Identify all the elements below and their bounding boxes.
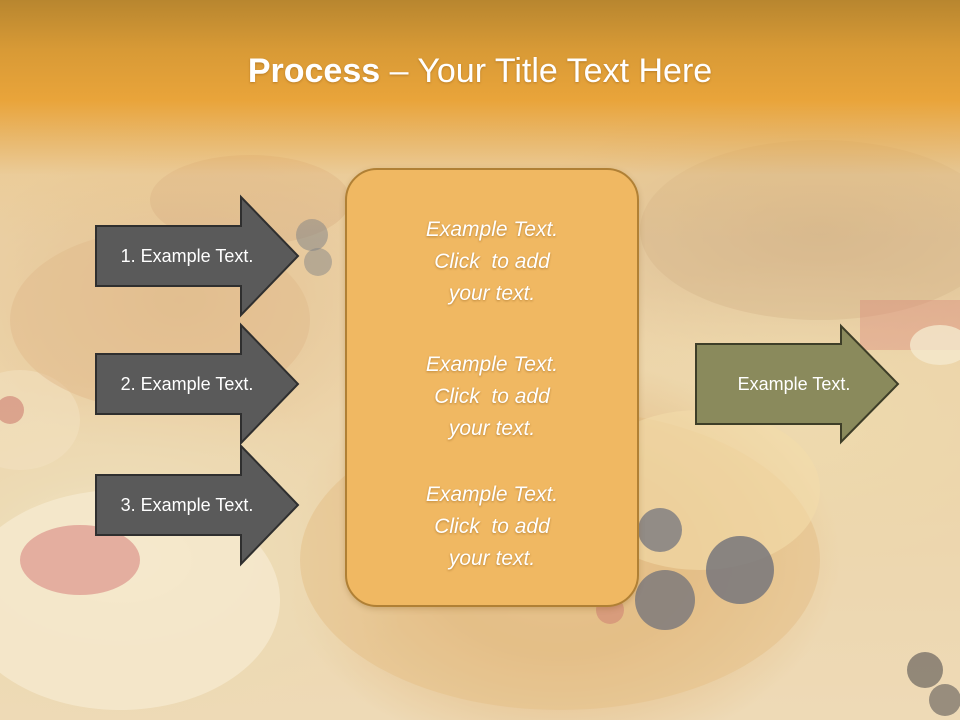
step-arrow-label: 3. Example Text. [120, 494, 254, 515]
text-line: Click to add [434, 385, 550, 408]
text-line: your text. [448, 547, 536, 570]
arrow-shape [695, 323, 900, 445]
step-arrow-label: 2. Example Text. [120, 373, 254, 394]
text-placeholder-1[interactable]: Example Text. Click to add your text. [347, 214, 637, 310]
center-text-box[interactable]: Example Text. Click to add your text. Ex… [345, 168, 639, 607]
title-rest: – Your Title Text Here [380, 52, 713, 90]
text-placeholder-2[interactable]: Example Text. Click to add your text. [347, 349, 637, 445]
slide-title[interactable]: Process – Your Title Text Here [0, 52, 960, 91]
text-line: Click to add [434, 515, 550, 538]
step-arrow-label: 1. Example Text. [120, 245, 254, 266]
result-arrow[interactable]: Example Text. [695, 323, 900, 445]
step-arrow-1[interactable]: 1. Example Text. [95, 194, 300, 318]
arrow-shape [95, 194, 300, 318]
text-line: your text. [448, 282, 536, 305]
arrow-shape [95, 443, 300, 567]
text-line: your text. [448, 417, 536, 440]
step-arrow-3[interactable]: 3. Example Text. [95, 443, 300, 567]
text-placeholder-3[interactable]: Example Text. Click to add your text. [347, 479, 637, 575]
step-arrow-2[interactable]: 2. Example Text. [95, 322, 300, 446]
result-arrow-label: Example Text. [737, 373, 851, 394]
arrow-shape [95, 322, 300, 446]
text-line: Example Text. [425, 353, 559, 376]
text-line: Example Text. [425, 218, 559, 241]
title-bold: Process [247, 52, 381, 90]
text-line: Example Text. [425, 483, 559, 506]
text-line: Click to add [434, 250, 550, 273]
